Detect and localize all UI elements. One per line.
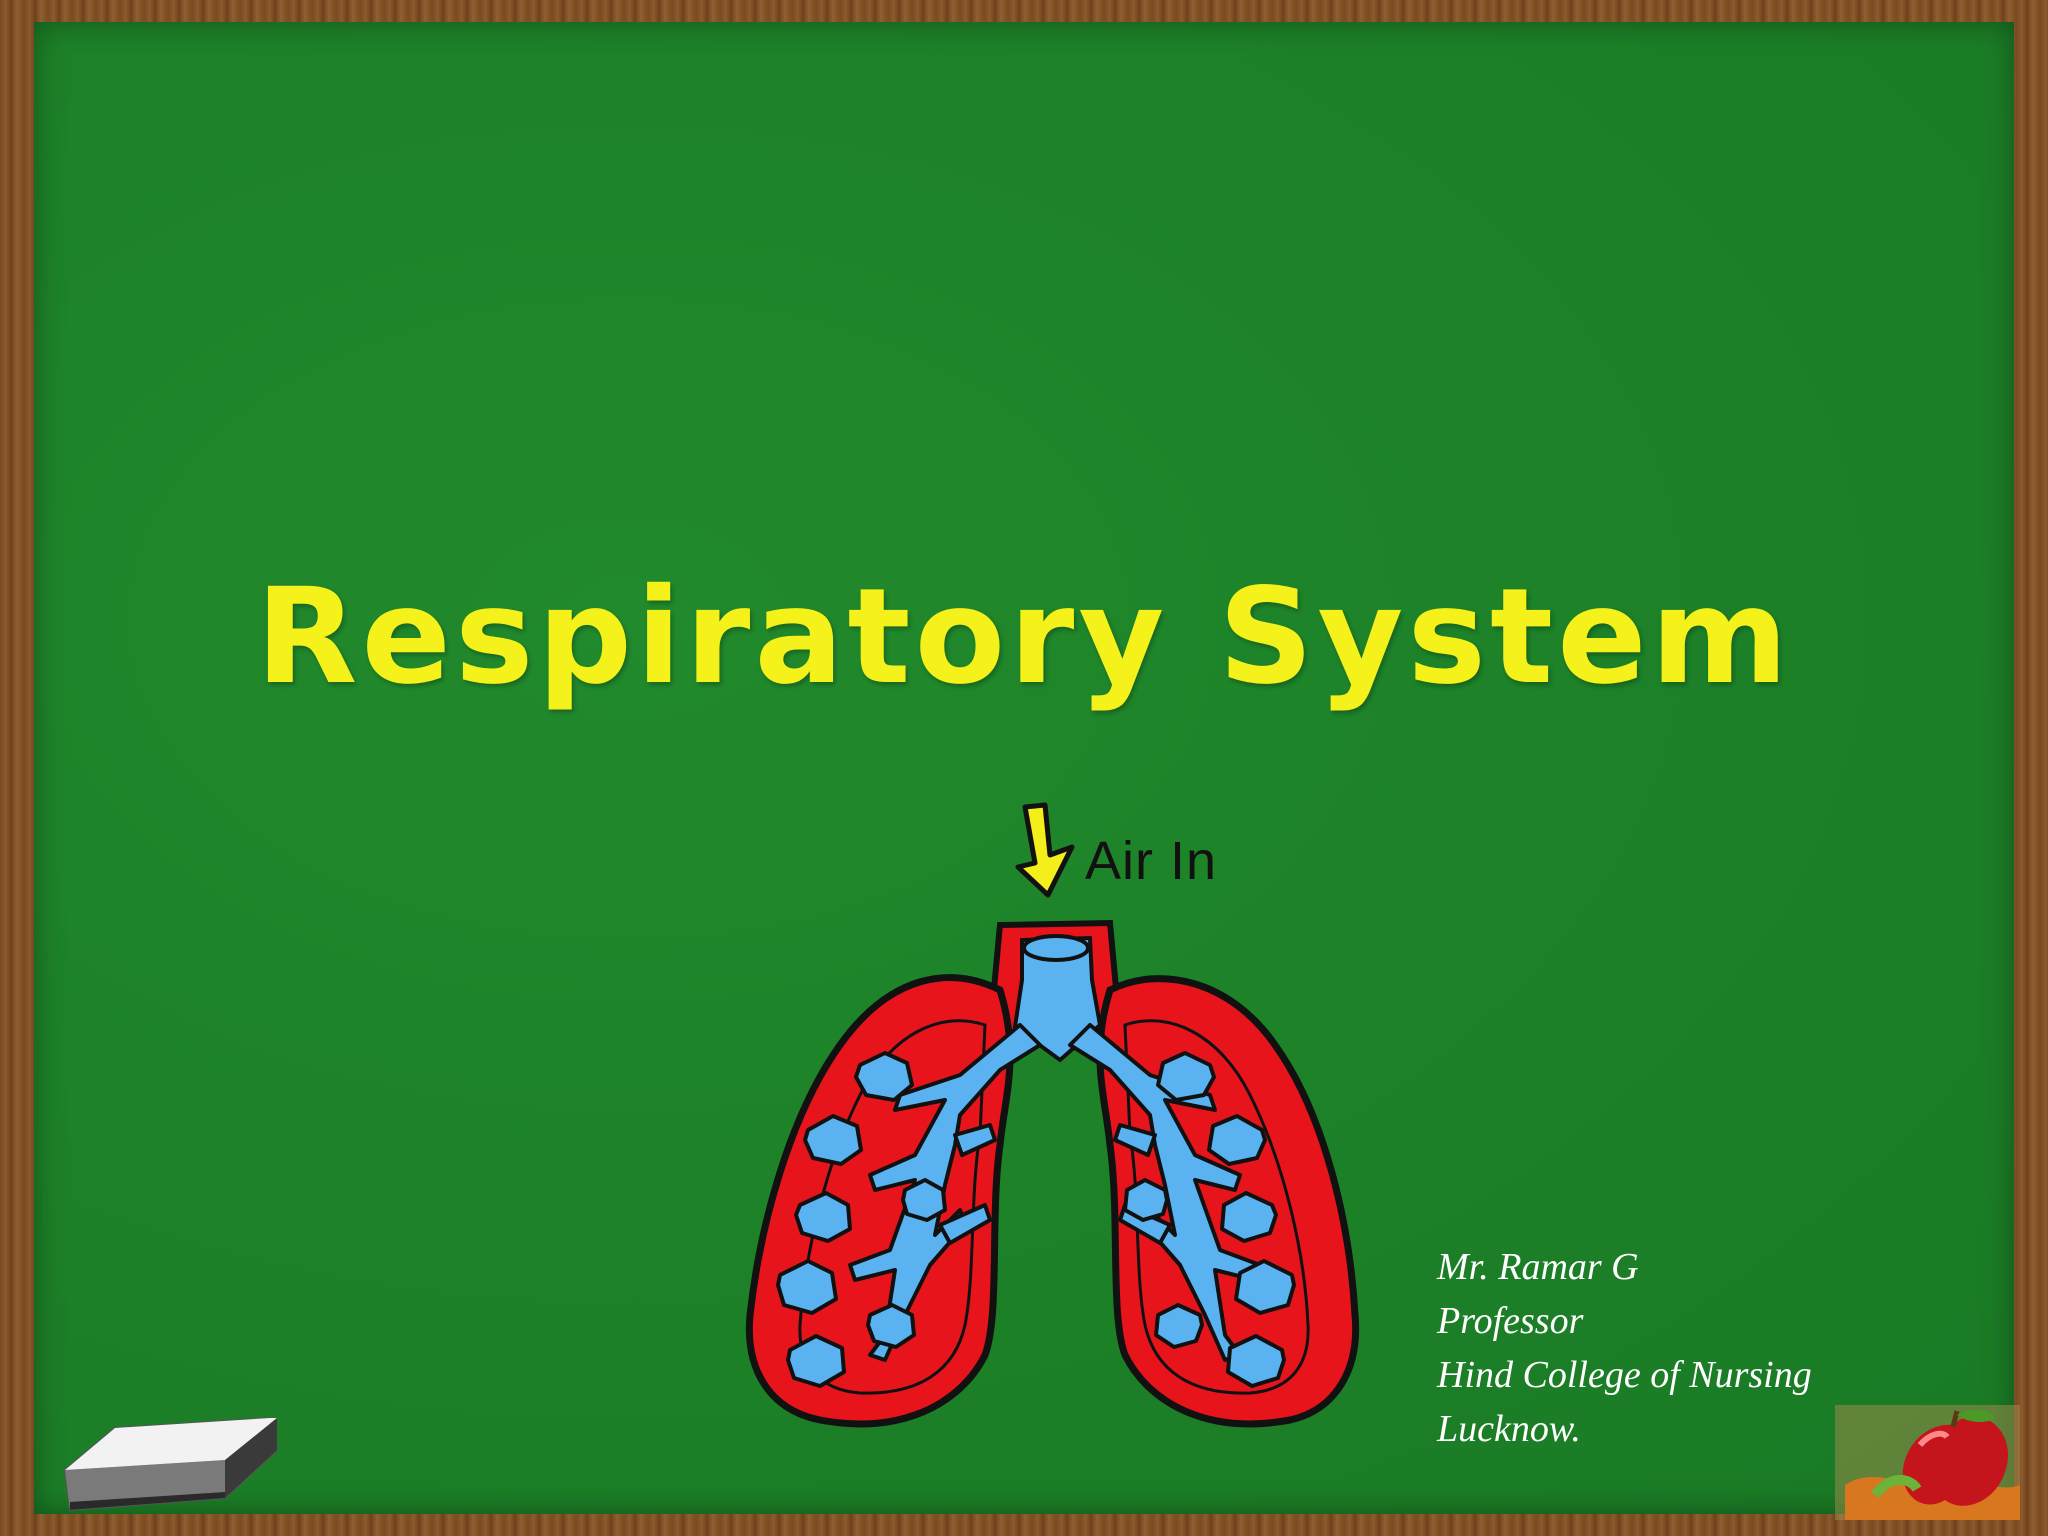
presenter-city: Lucknow. bbox=[1437, 1408, 1581, 1450]
chalkboard-eraser-icon bbox=[63, 1416, 279, 1512]
presenter-name: Mr. Ramar G bbox=[1437, 1246, 1639, 1288]
air-in-arrow-icon bbox=[1015, 802, 1075, 898]
lungs-illustration bbox=[745, 802, 1360, 1428]
apple-icon bbox=[1835, 1405, 2020, 1520]
presenter-role: Professor bbox=[1437, 1300, 1584, 1342]
presenter-institution: Hind College of Nursing bbox=[1437, 1354, 1812, 1396]
air-in-label: Air In bbox=[1085, 831, 1218, 891]
slide-title: Respiratory System bbox=[255, 560, 1793, 714]
presenter-credits: Mr. Ramar G Professor Hind College of Nu… bbox=[1437, 1240, 1812, 1456]
chalkboard bbox=[34, 22, 2014, 1514]
